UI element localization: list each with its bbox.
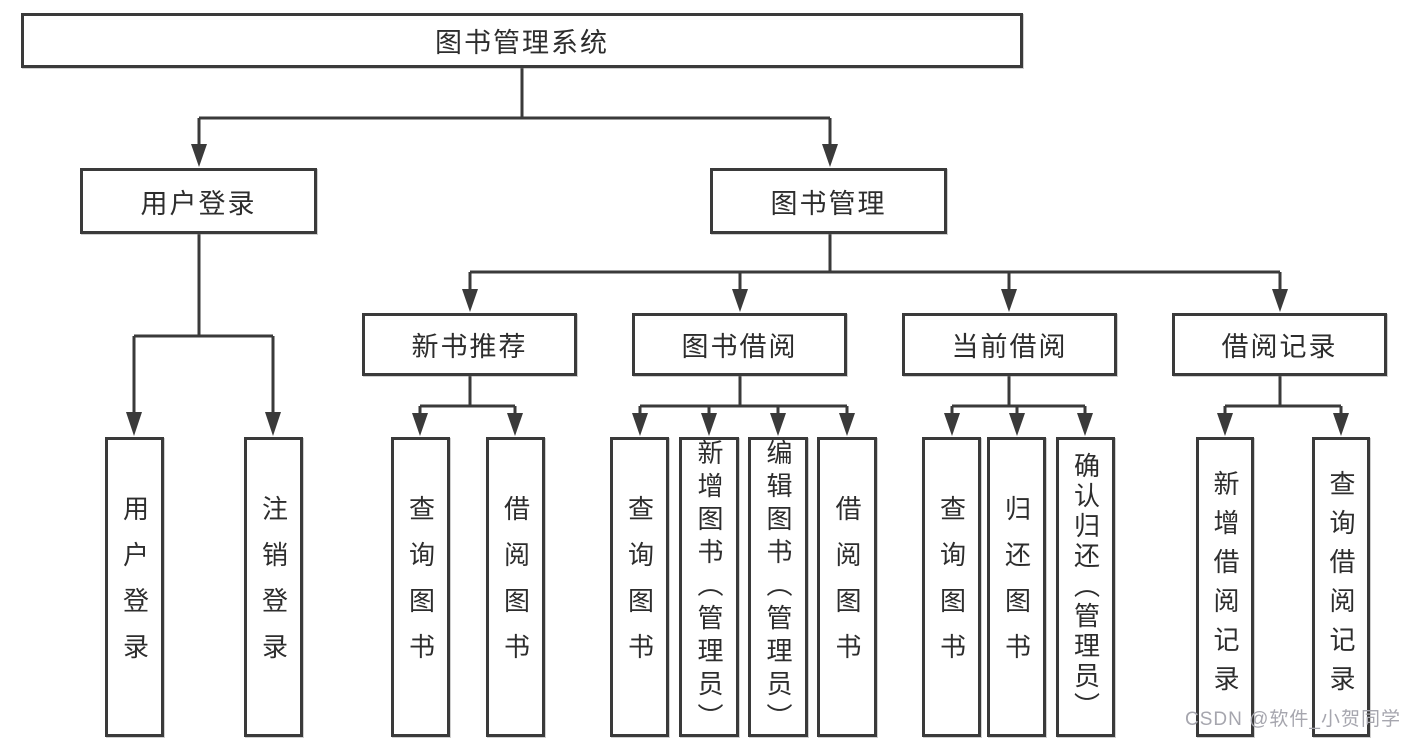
leaf-label: 借阅图书 <box>832 495 862 679</box>
leaf-logout: 注销登录 <box>244 437 303 737</box>
leaf-label: 查询图书 <box>936 495 967 679</box>
leaf-query-books-borrowing: 查询图书 <box>610 437 669 737</box>
leaf-user-login: 用户登录 <box>105 437 164 737</box>
leaf-return-books: 归还图书 <box>987 437 1046 737</box>
node-label: 用户登录 <box>140 188 257 219</box>
node-book-borrowing: 图书借阅 <box>632 313 847 376</box>
node-label: 图书借阅 <box>681 332 798 362</box>
node-current-borrowing: 当前借阅 <box>902 313 1117 376</box>
leaf-label: 注销登录 <box>258 495 289 679</box>
node-label: 当前借阅 <box>951 332 1068 362</box>
leaf-label: 确认归还（管理员） <box>1070 452 1101 722</box>
node-label: 图书管理系统 <box>435 28 609 58</box>
leaf-label: 查询图书 <box>624 495 655 679</box>
node-user-login: 用户登录 <box>80 168 317 234</box>
node-label: 新书推荐 <box>411 332 528 362</box>
node-new-book-recommend: 新书推荐 <box>362 313 577 376</box>
leaf-query-borrow-record: 查询借阅记录 <box>1312 437 1370 737</box>
leaf-label: 归还图书 <box>1001 495 1032 679</box>
leaf-query-books-recommend: 查询图书 <box>391 437 450 737</box>
leaf-label: 编辑图书（管理员） <box>763 438 793 736</box>
node-system-root: 图书管理系统 <box>21 13 1023 68</box>
leaf-edit-books-admin: 编辑图书（管理员） <box>748 437 808 737</box>
node-borrowing-records: 借阅记录 <box>1172 313 1387 376</box>
leaf-borrow-books-borrowing: 借阅图书 <box>817 437 877 737</box>
arrowheads <box>126 144 1349 436</box>
leaf-confirm-return-admin: 确认归还（管理员） <box>1056 437 1115 737</box>
leaf-add-books-admin: 新增图书（管理员） <box>679 437 739 737</box>
node-label: 图书管理 <box>770 188 887 219</box>
node-book-management: 图书管理 <box>710 168 947 234</box>
leaf-borrow-books-recommend: 借阅图书 <box>486 437 545 737</box>
leaf-label: 新增借阅记录 <box>1210 470 1240 704</box>
leaf-query-books-current: 查询图书 <box>922 437 981 737</box>
leaf-label: 查询图书 <box>405 495 436 679</box>
leaf-add-borrow-record: 新增借阅记录 <box>1196 437 1254 737</box>
leaf-label: 用户登录 <box>119 495 150 679</box>
node-label: 借阅记录 <box>1221 332 1338 362</box>
csdn-watermark: CSDN @软件_小贺同学 <box>1185 709 1401 730</box>
leaf-label: 查询借阅记录 <box>1326 470 1356 704</box>
leaf-label: 新增图书（管理员） <box>694 438 724 736</box>
leaf-label: 借阅图书 <box>500 495 531 679</box>
